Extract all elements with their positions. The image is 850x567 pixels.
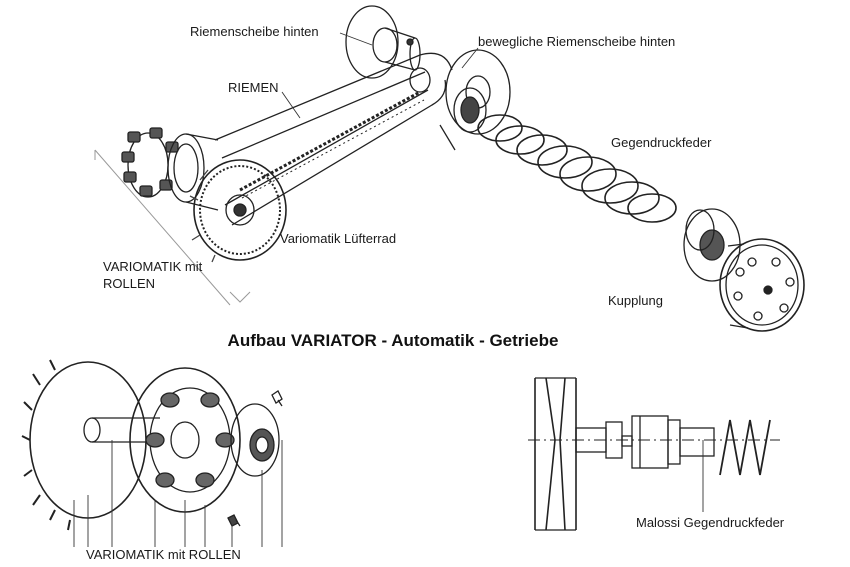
label-riemen: RIEMEN [228, 80, 279, 95]
variomatik-rollers-top [121, 127, 219, 211]
label-kupplung: Kupplung [608, 293, 663, 308]
bracket-lines [94, 149, 251, 306]
malossi-spring-view [528, 377, 780, 531]
variomatik-bottom-view [21, 359, 283, 547]
rear-pulley [345, 5, 431, 93]
label-variomatik-rollen-line2: ROLLEN [103, 276, 156, 291]
variomatik-fan-pulley [189, 159, 287, 263]
label-gegendruckfeder: Gegendruckfeder [611, 135, 712, 150]
label-variomatik-rollen-line1: VARIOMATIK mit [103, 259, 203, 274]
label-malossi: Malossi Gegendruckfeder [636, 515, 785, 530]
page-title: Aufbau VARIATOR - Automatik - Getriebe [227, 331, 559, 350]
counter-spring [477, 114, 677, 223]
label-riemenscheibe-hinten: Riemenscheibe hinten [190, 24, 319, 39]
clutch-bell-kupplung [719, 238, 805, 332]
leader-lines [281, 32, 479, 119]
label-variomatik-luefterrad: Variomatik Lüfterrad [280, 231, 397, 246]
label-variomatik-rollen-bottom: VARIOMATIK mit ROLLEN [86, 547, 241, 562]
label-bewegliche-riemenscheibe: bewegliche Riemenscheibe hinten [478, 34, 676, 49]
movable-rear-pulley [439, 49, 511, 151]
